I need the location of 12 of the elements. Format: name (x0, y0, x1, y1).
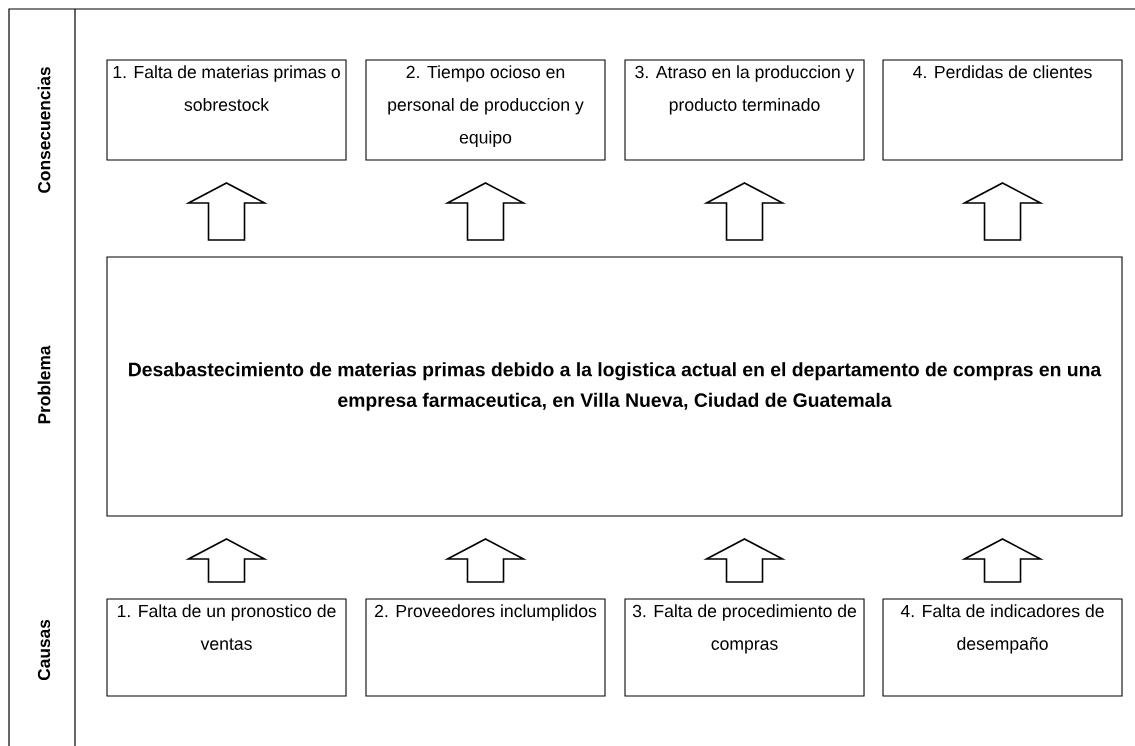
cause-box: 1. Falta de un pronostico de ventas (106, 598, 347, 697)
section-label: Problema (37, 345, 51, 424)
section-label: Consecuencias (37, 67, 51, 193)
cause-box: 4. Falta de indicadores de desempaño (882, 598, 1123, 697)
cause-box: 3. Falta de procedimiento de compras (624, 598, 865, 697)
section-label: Causas (37, 619, 51, 681)
cause-box: 2. Proveedores inclumplidos (365, 598, 606, 697)
consequence-box: 2. Tiempo ocioso en personal de produccion y equipo (365, 59, 606, 161)
consequence-box: 3. Atraso en la produccion y producto terminado (624, 59, 865, 161)
consequence-box: 4. Perdidas de clientes (882, 59, 1123, 161)
consequence-box: 1. Falta de materias primas o sobrestock (106, 59, 347, 161)
problem-box: Desabastecimiento de materias primas debido a la logistica actual en el departamento de compras en una empresa farmaceutica, en Villa Nueva, Ciudad de Guatemala (106, 256, 1123, 517)
